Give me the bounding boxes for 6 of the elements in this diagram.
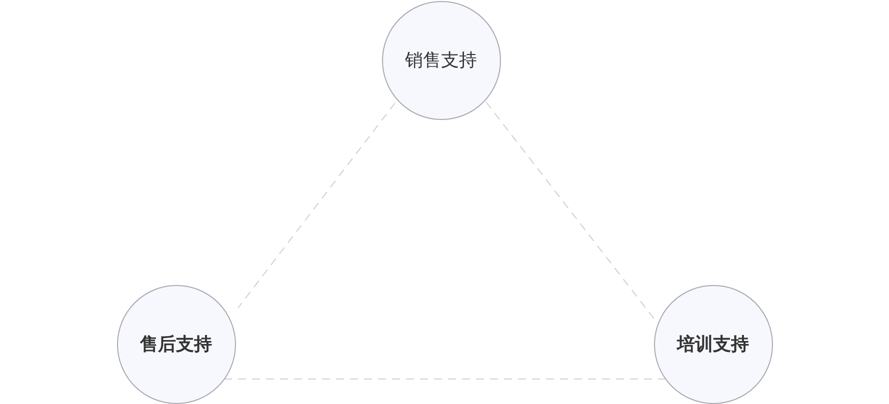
node-label: 销售支持 (405, 49, 477, 72)
node-label: 售后支持 (140, 333, 212, 356)
dashed-connector (486, 102, 656, 320)
dashed-connector (238, 102, 396, 308)
node-label: 培训支持 (677, 333, 749, 356)
dashed-connector (224, 378, 666, 380)
